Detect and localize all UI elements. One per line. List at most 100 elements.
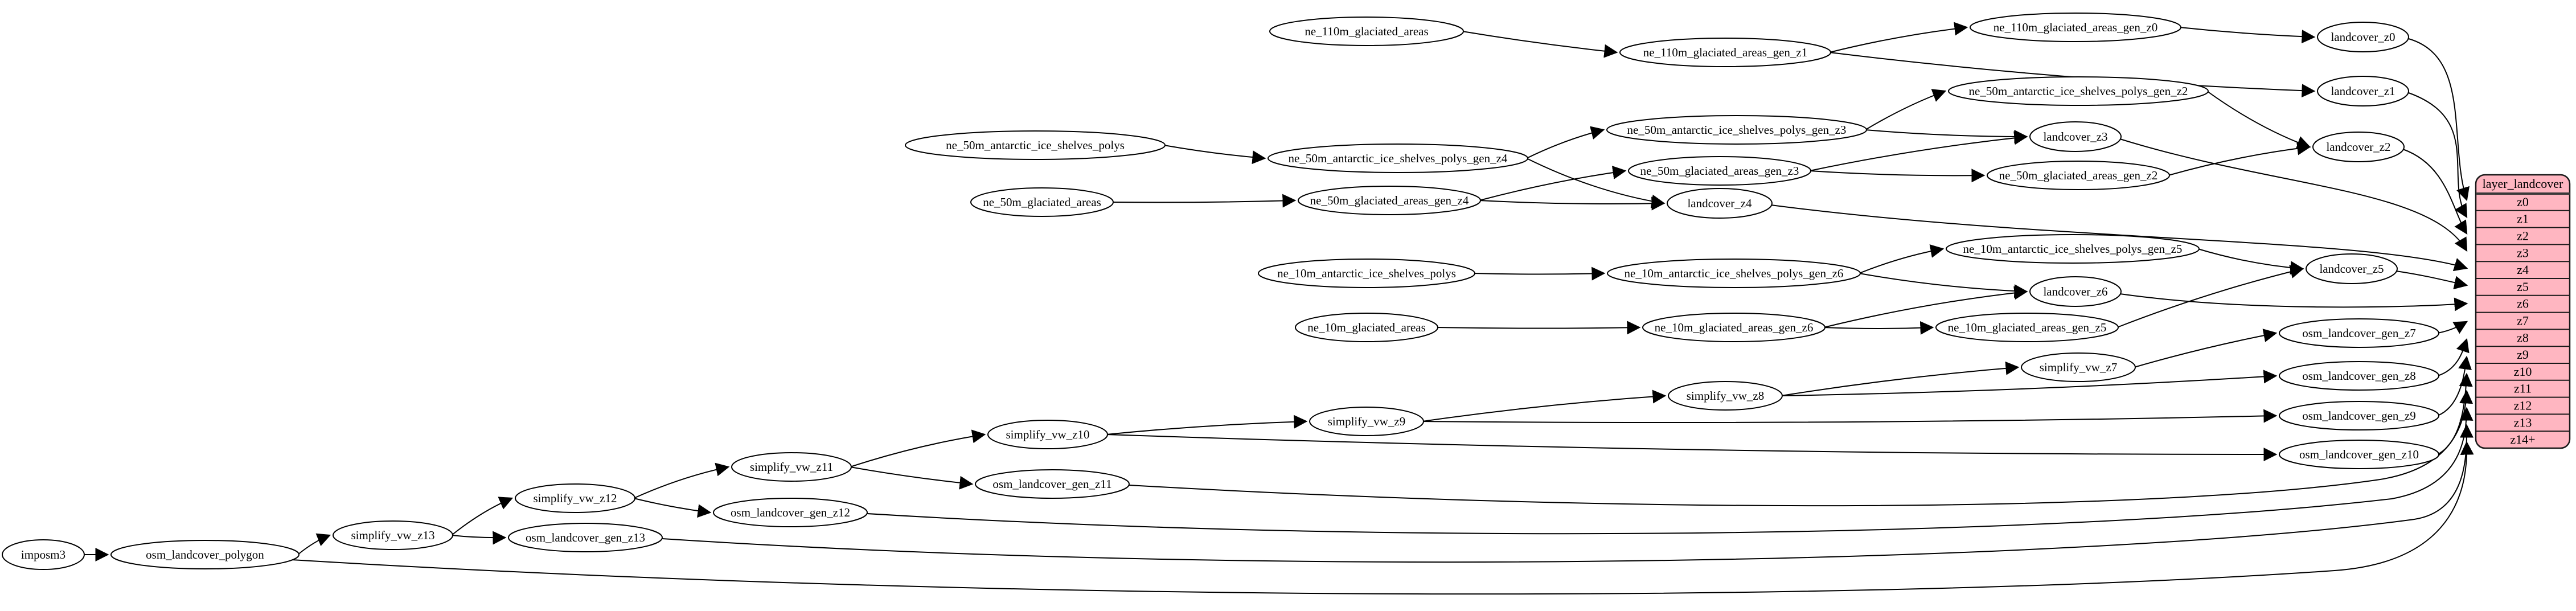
- node-ne_10m_glaciated_areas_gen_z5: ne_10m_glaciated_areas_gen_z5: [1935, 313, 2119, 342]
- edge-ne_50m_antarctic_ice_shelves_polys-to-ne_50m_antarctic_ice_shelves_polys_gen_z4: [1163, 145, 1266, 165]
- node-label-ne_50m_antarctic_ice_shelves_polys_gen_z3: ne_50m_antarctic_ice_shelves_polys_gen_z…: [1627, 123, 1847, 137]
- edge-simplify_vw_z8-to-simplify_vw_z7: [1781, 361, 2020, 396]
- edge-osm_landcover_polygon-to-simplify_vw_z13: [297, 533, 331, 555]
- edge-ne_50m_glaciated_areas_gen_z4-to-ne_50m_glaciated_areas_gen_z3: [1479, 166, 1627, 201]
- layer-landcover-row-z12: z12: [2514, 399, 2532, 413]
- edge-osm_landcover_gen_z8-to-layer-landcover-z8: [2437, 338, 2470, 376]
- node-label-osm_landcover_polygon: osm_landcover_polygon: [146, 548, 264, 561]
- node-label-osm_landcover_gen_z8: osm_landcover_gen_z8: [2302, 369, 2415, 383]
- node-label-osm_landcover_gen_z11: osm_landcover_gen_z11: [992, 477, 1111, 491]
- node-simplify_vw_z13: simplify_vw_z13: [333, 520, 453, 550]
- node-ne_10m_antarctic_ice_shelves_polys_gen_z5: ne_10m_antarctic_ice_shelves_polys_gen_z…: [1946, 234, 2200, 264]
- node-label-ne_10m_glaciated_areas: ne_10m_glaciated_areas: [1307, 321, 1426, 334]
- node-label-ne_10m_antarctic_ice_shelves_polys: ne_10m_antarctic_ice_shelves_polys: [1277, 266, 1456, 280]
- layer-landcover-row-z1: z1: [2517, 212, 2529, 226]
- layer-landcover-row-z11: z11: [2514, 382, 2532, 396]
- node-landcover_z4: landcover_z4: [1667, 188, 1773, 219]
- node-label-ne_50m_antarctic_ice_shelves_polys_gen_z4: ne_50m_antarctic_ice_shelves_polys_gen_z…: [1289, 151, 1508, 165]
- node-osm_landcover_gen_z7: osm_landcover_gen_z7: [2279, 318, 2439, 348]
- node-ne_50m_glaciated_areas_gen_z4: ne_50m_glaciated_areas_gen_z4: [1298, 186, 1481, 215]
- edge-landcover_z5-to-layer-landcover-z5: [2395, 270, 2468, 290]
- node-simplify_vw_z10: simplify_vw_z10: [987, 420, 1108, 449]
- edge-ne_10m_antarctic_ice_shelves_polys-to-ne_10m_antarctic_ice_shelves_polys_gen_z6: [1473, 266, 1606, 281]
- node-label-simplify_vw_z8: simplify_vw_z8: [1687, 389, 1765, 403]
- layer-landcover-row-z13: z13: [2514, 415, 2532, 429]
- edge-simplify_vw_z7-to-osm_landcover_gen_z7: [2134, 329, 2278, 368]
- node-label-simplify_vw_z12: simplify_vw_z12: [534, 491, 617, 505]
- layer-landcover-row-z9: z9: [2517, 347, 2529, 362]
- node-label-simplify_vw_z9: simplify_vw_z9: [1328, 415, 1406, 428]
- node-label-simplify_vw_z10: simplify_vw_z10: [1006, 428, 1090, 441]
- edge-simplify_vw_z9-to-simplify_vw_z8: [1422, 389, 1667, 422]
- node-ne_10m_glaciated_areas: ne_10m_glaciated_areas: [1295, 313, 1438, 342]
- node-ne_10m_antarctic_ice_shelves_polys_gen_z6: ne_10m_antarctic_ice_shelves_polys_gen_z…: [1607, 259, 1861, 288]
- edge-simplify_vw_z8-to-osm_landcover_gen_z8: [1781, 370, 2278, 396]
- edge-ne_50m_antarctic_ice_shelves_polys_gen_z2-to-landcover_z2: [2206, 91, 2311, 149]
- node-label-landcover_z1: landcover_z1: [2331, 84, 2395, 98]
- node-ne_50m_antarctic_ice_shelves_polys: ne_50m_antarctic_ice_shelves_polys: [905, 130, 1166, 160]
- edge-ne_50m_antarctic_ice_shelves_polys_gen_z3-to-ne_50m_antarctic_ice_shelves_polys_gen_z2: [1865, 89, 1947, 130]
- node-label-ne_50m_antarctic_ice_shelves_polys_gen_z2: ne_50m_antarctic_ice_shelves_polys_gen_z…: [1969, 84, 2188, 98]
- node-osm_landcover_gen_z8: osm_landcover_gen_z8: [2279, 361, 2439, 391]
- edge-ne_50m_glaciated_areas-to-ne_50m_glaciated_areas_gen_z4: [1111, 194, 1297, 208]
- node-label-osm_landcover_gen_z12: osm_landcover_gen_z12: [731, 506, 850, 519]
- node-osm_landcover_gen_z13: osm_landcover_gen_z13: [508, 523, 663, 552]
- edge-ne_10m_glaciated_areas_gen_z6-to-landcover_z6: [1823, 286, 2028, 328]
- node-ne_50m_glaciated_areas_gen_z2: ne_50m_glaciated_areas_gen_z2: [1987, 161, 2170, 190]
- edge-osm_landcover_gen_z13-to-layer-landcover-z13: [662, 424, 2474, 563]
- node-label-ne_10m_antarctic_ice_shelves_polys_gen_z6: ne_10m_antarctic_ice_shelves_polys_gen_z…: [1625, 266, 1844, 280]
- node-ne_50m_glaciated_areas: ne_50m_glaciated_areas: [970, 187, 1114, 217]
- edge-ne_110m_glaciated_areas_gen_z1-to-ne_110m_glaciated_areas_gen_z0: [1829, 22, 1968, 53]
- node-label-ne_50m_glaciated_areas_gen_z4: ne_50m_glaciated_areas_gen_z4: [1310, 194, 1469, 207]
- node-simplify_vw_z11: simplify_vw_z11: [731, 452, 852, 482]
- node-label-landcover_z2: landcover_z2: [2326, 140, 2390, 154]
- layer-landcover-row-z2: z2: [2517, 229, 2529, 243]
- edge-osm_landcover_gen_z12-to-layer-landcover-z12: [867, 407, 2474, 535]
- node-ne_50m_antarctic_ice_shelves_polys_gen_z2: ne_50m_antarctic_ice_shelves_polys_gen_z…: [1948, 76, 2209, 106]
- node-label-ne_50m_glaciated_areas_gen_z2: ne_50m_glaciated_areas_gen_z2: [1999, 169, 2158, 182]
- edge-landcover_z3-to-layer-landcover-z3: [2119, 138, 2468, 252]
- layer-landcover-row-z10: z10: [2514, 364, 2532, 379]
- node-ne_110m_glaciated_areas_gen_z0: ne_110m_glaciated_areas_gen_z0: [1970, 13, 2181, 42]
- edge-landcover_z2-to-layer-landcover-z2: [2402, 149, 2468, 235]
- node-landcover_z0: landcover_z0: [2317, 22, 2409, 52]
- node-label-simplify_vw_z13: simplify_vw_z13: [351, 528, 435, 542]
- edge-ne_50m_antarctic_ice_shelves_polys_gen_z4-to-landcover_z4: [1526, 158, 1666, 208]
- node-simplify_vw_z8: simplify_vw_z8: [1668, 381, 1783, 411]
- node-ne_50m_glaciated_areas_gen_z3: ne_50m_glaciated_areas_gen_z3: [1628, 156, 1811, 186]
- node-landcover_z3: landcover_z3: [2029, 121, 2122, 152]
- edge-landcover_z0-to-layer-landcover-z0: [2408, 38, 2470, 202]
- node-label-landcover_z6: landcover_z6: [2043, 285, 2107, 298]
- edge-simplify_vw_z11-to-simplify_vw_z10: [850, 429, 986, 468]
- edge-osm_landcover_polygon-to-layer-landcover-z14+: [281, 441, 2474, 595]
- edge-ne_110m_glaciated_areas-to-ne_110m_glaciated_areas_gen_z1: [1462, 31, 1618, 58]
- node-label-simplify_vw_z7: simplify_vw_z7: [2040, 360, 2118, 374]
- node-label-ne_10m_glaciated_areas_gen_z6: ne_10m_glaciated_areas_gen_z6: [1655, 321, 1814, 334]
- node-simplify_vw_z12: simplify_vw_z12: [515, 483, 635, 513]
- edge-simplify_vw_z12-to-simplify_vw_z11: [633, 462, 730, 499]
- node-imposm3: imposm3: [2, 539, 85, 570]
- edge-ne_10m_glaciated_areas_gen_z6-to-ne_10m_glaciated_areas_gen_z5: [1823, 321, 1934, 335]
- edge-ne_10m_antarctic_ice_shelves_polys_gen_z5-to-landcover_z5: [2197, 248, 2304, 275]
- edge-simplify_vw_z12-to-osm_landcover_gen_z12: [633, 498, 712, 518]
- edge-simplify_vw_z10-to-osm_landcover_gen_z10: [1106, 434, 2278, 462]
- node-label-osm_landcover_gen_z13: osm_landcover_gen_z13: [526, 531, 645, 544]
- nodes-layer: ne_110m_glaciated_areas ne_110m_glaciated…: [2, 13, 2439, 570]
- node-label-ne_10m_glaciated_areas_gen_z5: ne_10m_glaciated_areas_gen_z5: [1948, 321, 2107, 334]
- node-label-landcover_z0: landcover_z0: [2331, 30, 2395, 44]
- edge-ne_50m_antarctic_ice_shelves_polys_gen_z3-to-landcover_z3: [1865, 129, 2028, 143]
- node-label-ne_110m_glaciated_areas: ne_110m_glaciated_areas: [1305, 24, 1428, 38]
- layer-landcover-row-z4: z4: [2517, 263, 2529, 277]
- layer-landcover-row-z14+: z14+: [2510, 432, 2535, 446]
- edge-osm_landcover_gen_z9-to-layer-landcover-z9: [2437, 355, 2472, 416]
- node-label-simplify_vw_z11: simplify_vw_z11: [750, 460, 833, 474]
- edge-ne_50m_glaciated_areas_gen_z3-to-ne_50m_glaciated_areas_gen_z2: [1809, 169, 1986, 183]
- layer-landcover-row-z7: z7: [2517, 314, 2529, 328]
- node-label-landcover_z5: landcover_z5: [2319, 262, 2384, 276]
- edge-ne_50m_antarctic_ice_shelves_polys_gen_z4-to-ne_50m_antarctic_ice_shelves_polys_gen_z3: [1526, 126, 1605, 159]
- node-label-osm_landcover_gen_z7: osm_landcover_gen_z7: [2302, 326, 2415, 340]
- edge-ne_10m_antarctic_ice_shelves_polys_gen_z6-to-landcover_z6: [1859, 273, 2028, 298]
- node-label-ne_110m_glaciated_areas_gen_z1: ne_110m_glaciated_areas_gen_z1: [1643, 46, 1807, 59]
- edges-layer: [83, 22, 2474, 595]
